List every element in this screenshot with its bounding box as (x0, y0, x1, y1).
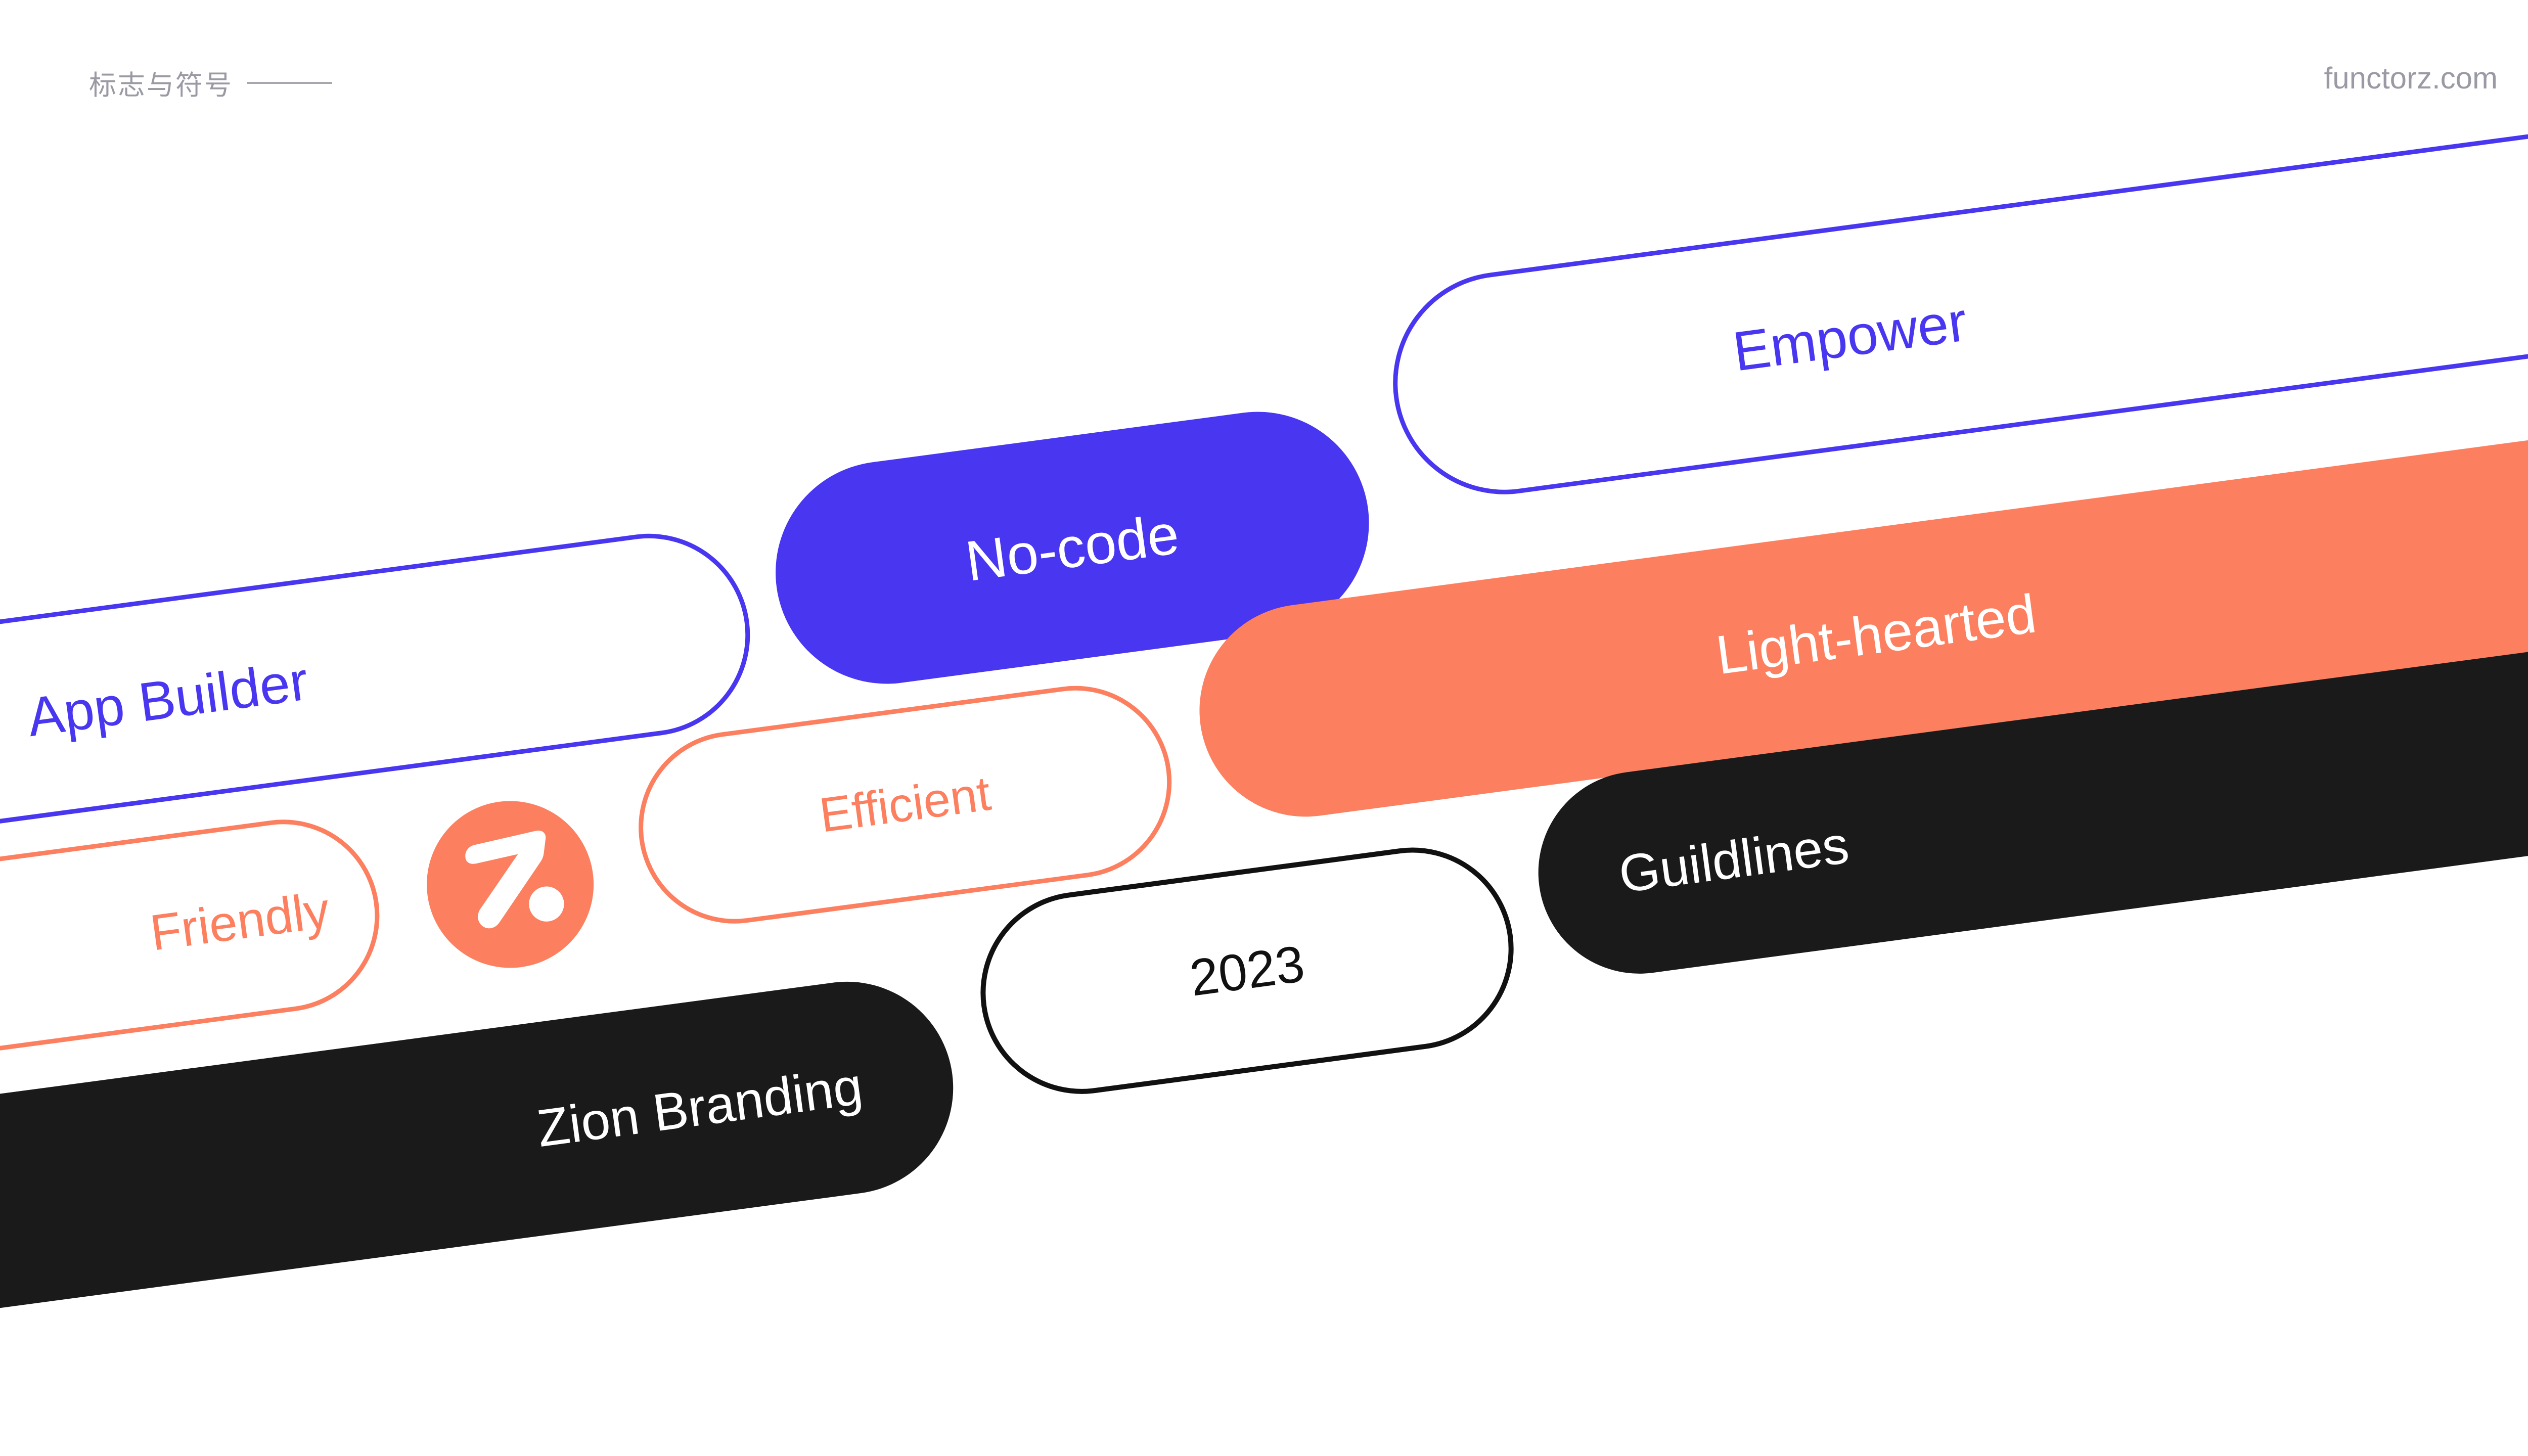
tag-label: No-code (962, 502, 1183, 593)
tag-label: Zion Branding (533, 1057, 866, 1159)
tag-label: App Builder (23, 650, 312, 748)
tag-label: Friendly (147, 881, 333, 962)
section-header: 标志与符号 (89, 63, 332, 103)
site-url: functorz.com (2324, 61, 2498, 95)
tag-label: 2023 (1186, 934, 1308, 1007)
zion-logo-icon (416, 791, 604, 978)
header-rule (247, 81, 332, 84)
tag-label: Guildlines (1615, 815, 1853, 904)
tag-label: Empower (1729, 290, 1971, 383)
tag-label: Light-hearted (1712, 582, 2040, 686)
section-label: 标志与符号 (89, 69, 233, 101)
tag-label: Efficient (816, 766, 994, 843)
tag-empower[interactable]: Empower (1379, 113, 2528, 508)
